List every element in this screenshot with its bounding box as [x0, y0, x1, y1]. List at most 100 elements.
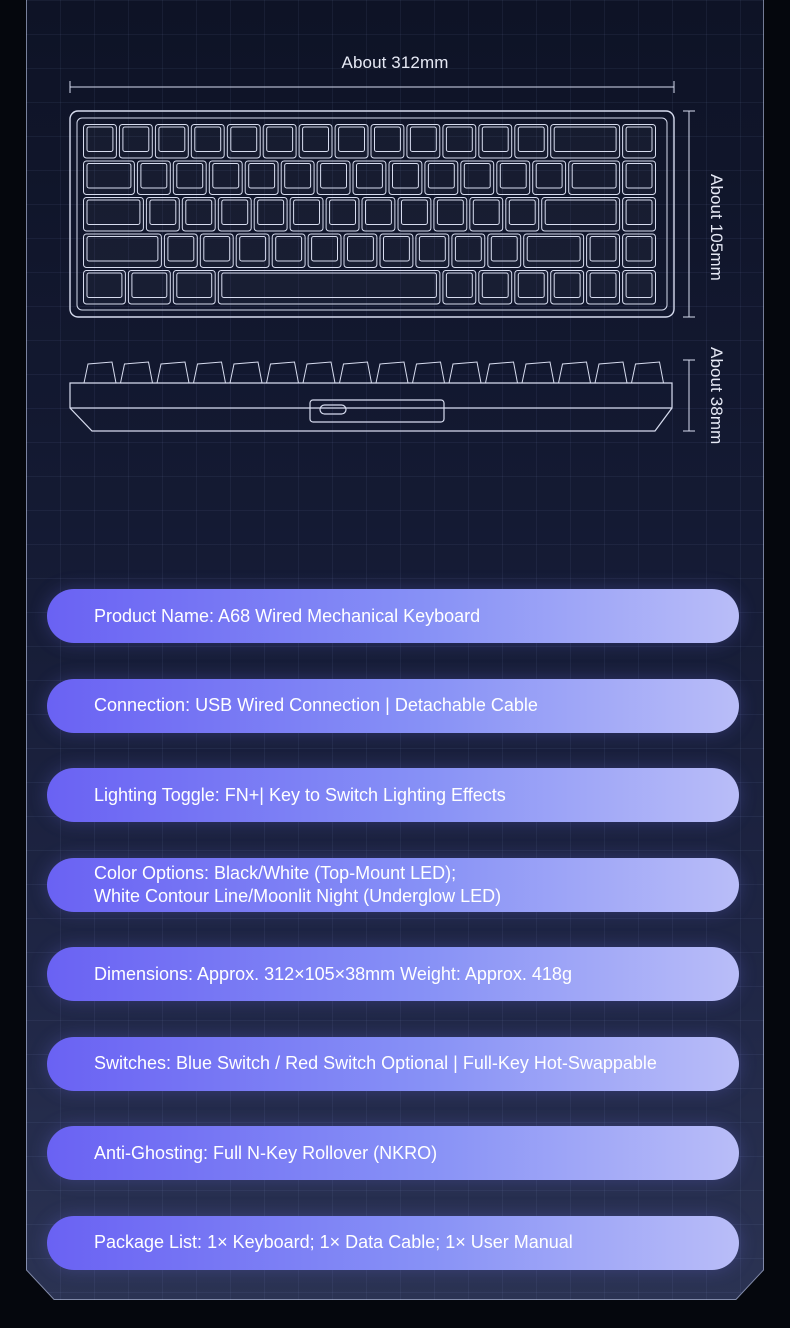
dimension-diagram: About 312mm About 105mm About 38mm: [0, 0, 790, 460]
key-outline: [235, 233, 270, 268]
key-top-outline: [625, 199, 653, 225]
key-outline: [208, 160, 243, 195]
key-outline: [586, 270, 620, 305]
key-top-outline: [553, 126, 617, 152]
key-outline: [127, 270, 171, 305]
key-outline: [622, 197, 656, 232]
key-outline: [460, 160, 495, 195]
key-outline: [253, 197, 288, 232]
key-outline: [523, 233, 585, 268]
spec-connection: Connection: USB Wired Connection | Detac…: [47, 678, 739, 733]
key-outline: [217, 270, 441, 305]
key-outline: [415, 233, 450, 268]
key-outline: [316, 160, 351, 195]
key-top-outline: [356, 163, 383, 189]
key-top-outline: [365, 199, 392, 225]
key-outline: [83, 124, 117, 159]
key-top-outline: [625, 236, 653, 262]
key-outline: [280, 160, 315, 195]
key-top-outline: [329, 199, 357, 225]
key-top-outline: [401, 199, 428, 225]
key-top-outline: [320, 163, 348, 189]
key-outline: [289, 197, 324, 232]
key-top-outline: [589, 236, 617, 262]
key-top-outline: [481, 272, 509, 298]
key-top-outline: [517, 272, 545, 298]
key-outline: [478, 124, 513, 159]
key-outline: [514, 124, 549, 159]
key-outline: [190, 124, 225, 159]
key-top-outline: [221, 272, 437, 298]
key-outline: [586, 233, 620, 268]
key-top-outline: [284, 163, 312, 189]
key-outline: [388, 160, 423, 195]
key-top-outline: [625, 272, 653, 298]
key-outline: [568, 160, 621, 195]
key-top-outline: [383, 236, 410, 262]
key-top-outline: [194, 126, 222, 152]
key-outline: [451, 233, 486, 268]
spec-text: Package List: 1× Keyboard; 1× Data Cable…: [94, 1232, 573, 1252]
key-outline: [118, 124, 153, 159]
side-keycap-outline: [266, 361, 299, 384]
key-top-outline: [499, 163, 527, 189]
spec-text: Anti-Ghosting: Full N-Key Rollover (NKRO…: [94, 1142, 438, 1163]
key-top-outline: [86, 199, 141, 225]
key-top-outline: [544, 199, 617, 225]
key-top-outline: [418, 236, 446, 262]
key-outline: [244, 160, 279, 195]
keyboard-outline-drawing: [69, 81, 695, 432]
key-top-outline: [149, 199, 177, 225]
width-label: About 312mm: [341, 53, 449, 72]
key-top-outline: [293, 199, 321, 225]
key-outline: [154, 124, 189, 159]
key-outline: [334, 124, 369, 159]
key-top-outline: [185, 199, 213, 225]
key-top-outline: [140, 163, 168, 189]
side-keycap-outline: [120, 361, 153, 384]
key-outline: [172, 270, 216, 305]
key-top-outline: [374, 126, 401, 152]
key-top-outline: [508, 199, 536, 225]
key-outline: [172, 160, 207, 195]
spec-list: Product Name: A68 Wired Mechanical Keybo…: [47, 589, 739, 1305]
spec-dimensions: Dimensions: Approx. 312×105×38mm Weight:…: [47, 947, 739, 1001]
key-top-outline: [347, 236, 374, 262]
spec-lighting-toggle: Lighting Toggle: FN+| Key to Switch Ligh…: [47, 768, 739, 822]
key-top-outline: [86, 236, 159, 262]
key-top-outline: [158, 126, 186, 152]
key-outline: [622, 233, 656, 268]
key-top-outline: [311, 236, 339, 262]
key-outline: [136, 160, 171, 195]
key-outline: [163, 233, 198, 268]
side-keycap-outline: [521, 361, 555, 384]
key-outline: [397, 197, 432, 232]
side-keycap-outline: [156, 361, 190, 384]
side-keycap-outline: [631, 361, 664, 384]
key-outline: [514, 270, 549, 305]
key-top-outline: [167, 236, 195, 262]
key-outline: [181, 197, 216, 232]
side-keycap-outline: [83, 361, 117, 384]
spec-anti-ghosting: Anti-Ghosting: Full N-Key Rollover (NKRO…: [47, 1126, 739, 1180]
key-top-outline: [230, 126, 258, 152]
key-top-outline: [445, 126, 473, 152]
height-label: About 105mm: [707, 174, 726, 281]
key-top-outline: [409, 126, 437, 152]
key-top-outline: [266, 126, 294, 152]
key-top-outline: [625, 163, 653, 189]
key-top-outline: [472, 199, 500, 225]
key-top-outline: [625, 126, 653, 152]
side-keycap-outline: [193, 361, 226, 384]
key-top-outline: [122, 126, 150, 152]
spec-text: Switches: Blue Switch / Red Switch Optio…: [94, 1053, 657, 1073]
key-outline: [325, 197, 360, 232]
depth-label: About 38mm: [707, 347, 726, 445]
key-outline: [217, 197, 252, 232]
side-keycap-outline: [375, 361, 409, 384]
spec-text: Color Options: Black/White (Top-Mount LE…: [94, 862, 502, 906]
key-outline: [83, 233, 162, 268]
key-top-outline: [239, 236, 267, 262]
key-outline: [370, 124, 405, 159]
